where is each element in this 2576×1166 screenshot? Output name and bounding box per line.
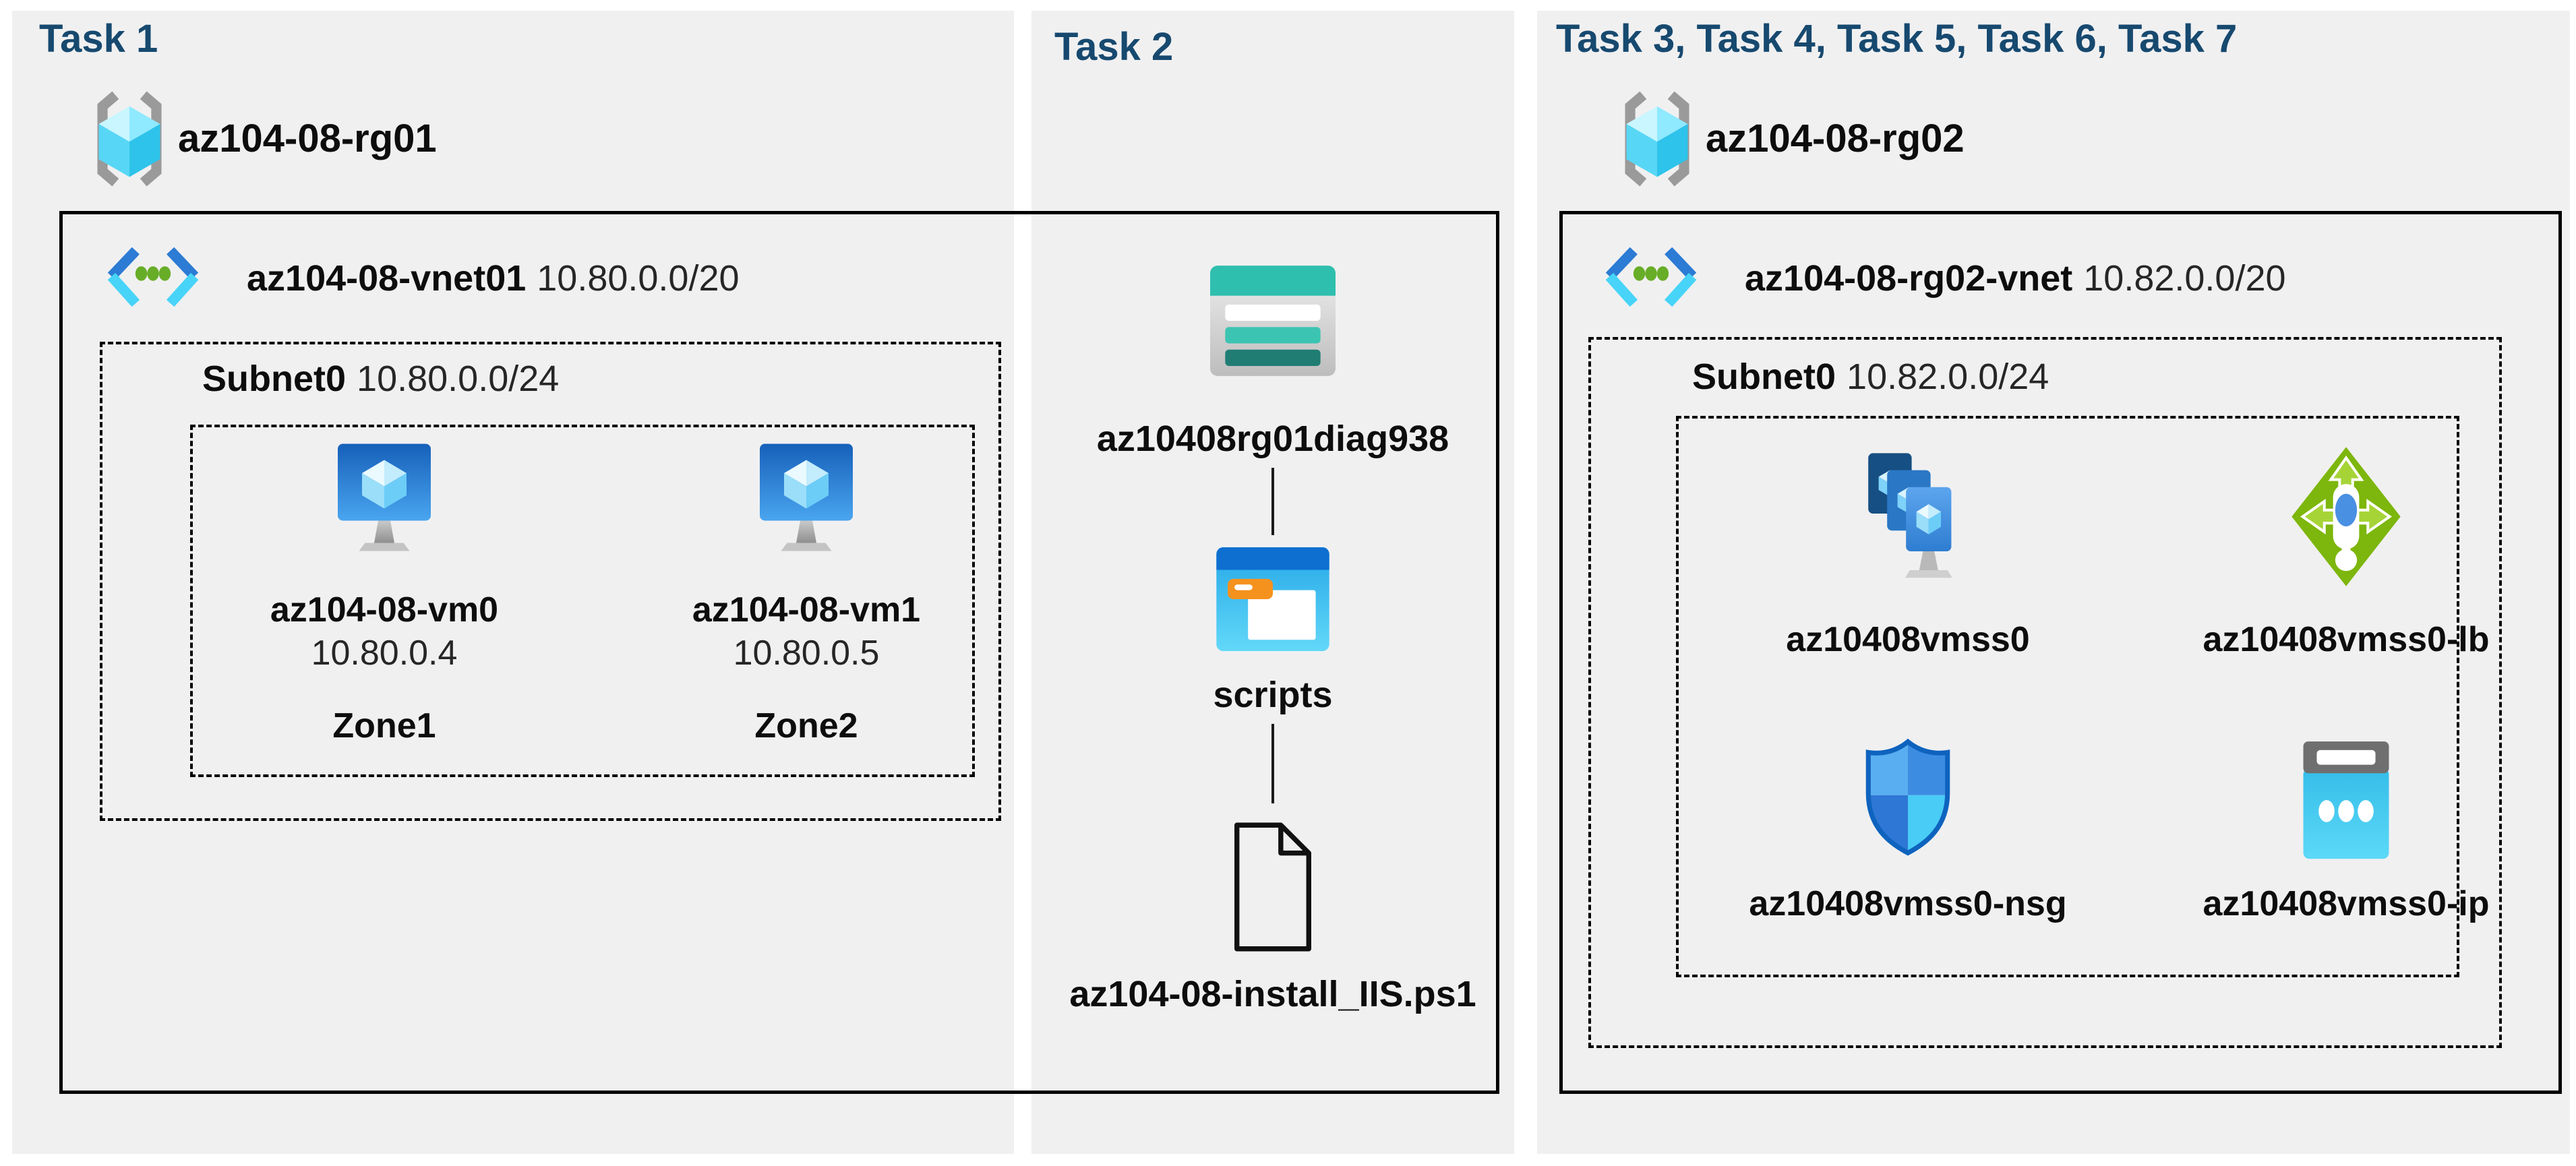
file-icon (1223, 821, 1323, 953)
vm-ip: 10.80.0.4 (311, 634, 458, 673)
storage-account-name: az10408rg01diag938 (1096, 419, 1449, 459)
virtual-machine-icon (756, 443, 857, 563)
vm-zone: Zone2 (754, 706, 858, 745)
load-balancer-icon (2289, 445, 2403, 588)
task2-header: Task 2 (1054, 25, 1174, 69)
vm-name: az104-08-vm0 (270, 590, 499, 630)
vm-name: az104-08-vm1 (692, 590, 921, 630)
folder-icon (1216, 547, 1329, 651)
task1-panel (12, 11, 1014, 1154)
vmss-name: az10408vmss0 (1786, 620, 2030, 659)
vnet-name: az104-08-rg02-vnet (1745, 258, 2073, 299)
resource-group-name: az104-08-rg02 (1706, 117, 1965, 160)
vnet-cidr: 10.80.0.0/20 (537, 258, 740, 299)
virtual-network-icon (1599, 240, 1703, 314)
public-ip-icon (2294, 741, 2399, 861)
load-balancer-name: az10408vmss0-lb (2203, 620, 2490, 659)
nsg-icon (1859, 737, 1957, 857)
connector-line (1271, 724, 1274, 803)
vnet01-boundary-box (59, 211, 1499, 1094)
rg02-vnet-boundary-box (1559, 211, 2562, 1094)
task1-header: Task 1 (39, 17, 158, 61)
subnet-label: Subnet0 10.82.0.0/24 (1692, 356, 2049, 398)
script-file-name: az104-08-install_IIS.ps1 (1069, 974, 1476, 1014)
nsg-name: az10408vmss0-nsg (1749, 884, 2067, 923)
vm-zone: Zone1 (332, 706, 436, 745)
virtual-network-icon (101, 240, 205, 314)
vnet-name: az104-08-vnet01 (247, 258, 527, 299)
subnet-cidr: 10.82.0.0/24 (1847, 357, 2049, 397)
subnet-name: Subnet0 (1692, 357, 1836, 397)
resource-group-icon (1615, 86, 1699, 191)
virtual-machine-icon (334, 443, 435, 563)
vmss-icon (1851, 448, 1965, 580)
vm-ip: 10.80.0.5 (733, 634, 880, 673)
connector-line (1271, 468, 1274, 535)
vm-group-box (190, 425, 975, 777)
resource-group-icon (88, 86, 171, 191)
subnet-name: Subnet0 (202, 359, 347, 399)
subnet0-box (1588, 337, 2502, 1048)
storage-account-icon (1210, 266, 1336, 376)
vmss-group-box (1676, 416, 2459, 977)
subnet0-box (100, 342, 1001, 821)
container-name: scripts (1213, 675, 1333, 715)
task3-header: Task 3, Task 4, Task 5, Task 6, Task 7 (1556, 17, 2238, 61)
subnet-cidr: 10.80.0.0/24 (357, 359, 560, 399)
vnet-cidr: 10.82.0.0/20 (2083, 258, 2286, 299)
resource-group-name: az104-08-rg01 (178, 117, 437, 160)
public-ip-name: az10408vmss0-ip (2203, 884, 2490, 923)
task3-panel (1537, 11, 2570, 1154)
